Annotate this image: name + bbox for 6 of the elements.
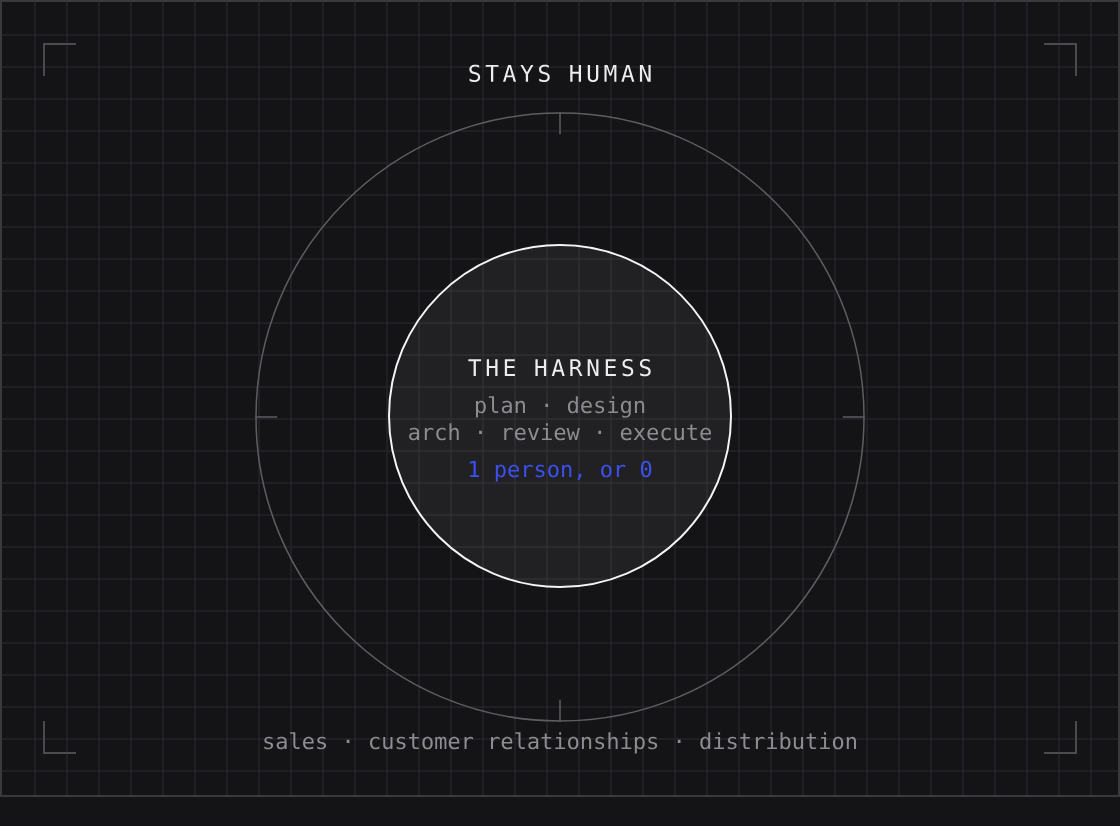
heading: STAYS HUMAN	[469, 64, 651, 83]
heading: THE HARNESS	[468, 358, 651, 377]
tag-list: arch · review · execute	[409, 423, 711, 441]
highlight-text: 1 person, or 0	[469, 460, 652, 482]
tag-list: sales · customer relationships · distribution	[264, 732, 856, 754]
tag-list: plan · design	[475, 396, 645, 418]
